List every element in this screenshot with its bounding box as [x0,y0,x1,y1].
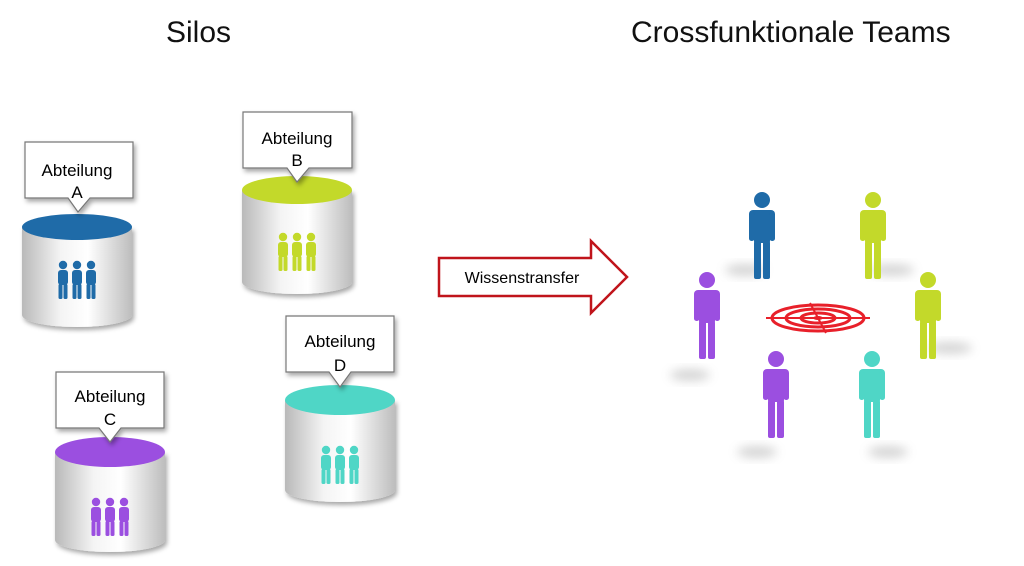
callout-d-line1: Abteilung [305,332,376,351]
callout-a-line1: Abteilung [42,161,113,180]
silo-a-top [22,214,132,240]
callout-b-line1: Abteilung [262,129,333,148]
silo-c [55,437,165,552]
team-person-lime-1 [860,192,914,279]
crossfunctional-teams-title: Crossfunktionale Teams [631,16,951,49]
team-person-purple-2 [737,351,789,458]
callout-abteilung-d [285,315,395,389]
silo-a [22,214,132,327]
callout-abteilung-b [242,111,353,183]
silos-title: Silos [166,16,232,49]
target-icon [766,302,870,334]
silo-d-top [285,385,395,415]
silo-c-top [55,437,165,467]
team-person-blue [725,192,775,279]
team-person-purple-1 [670,272,720,381]
callout-d-line2: D [334,356,346,375]
callout-a-line2: A [71,183,83,202]
silo-b [242,176,352,294]
silo-b-top [242,176,352,204]
callout-c-line1: Abteilung [75,387,146,406]
callout-abteilung-a [24,141,134,213]
team-person-lime-2 [915,272,972,359]
callout-c-line2: C [104,410,116,429]
team-person-teal [859,351,908,458]
callout-abteilung-c [55,371,165,443]
callout-b-line2: B [291,151,302,170]
silo-d [285,385,395,502]
arrow-label: Wissenstransfer [465,270,580,287]
knowledge-transfer-arrow [437,237,629,317]
